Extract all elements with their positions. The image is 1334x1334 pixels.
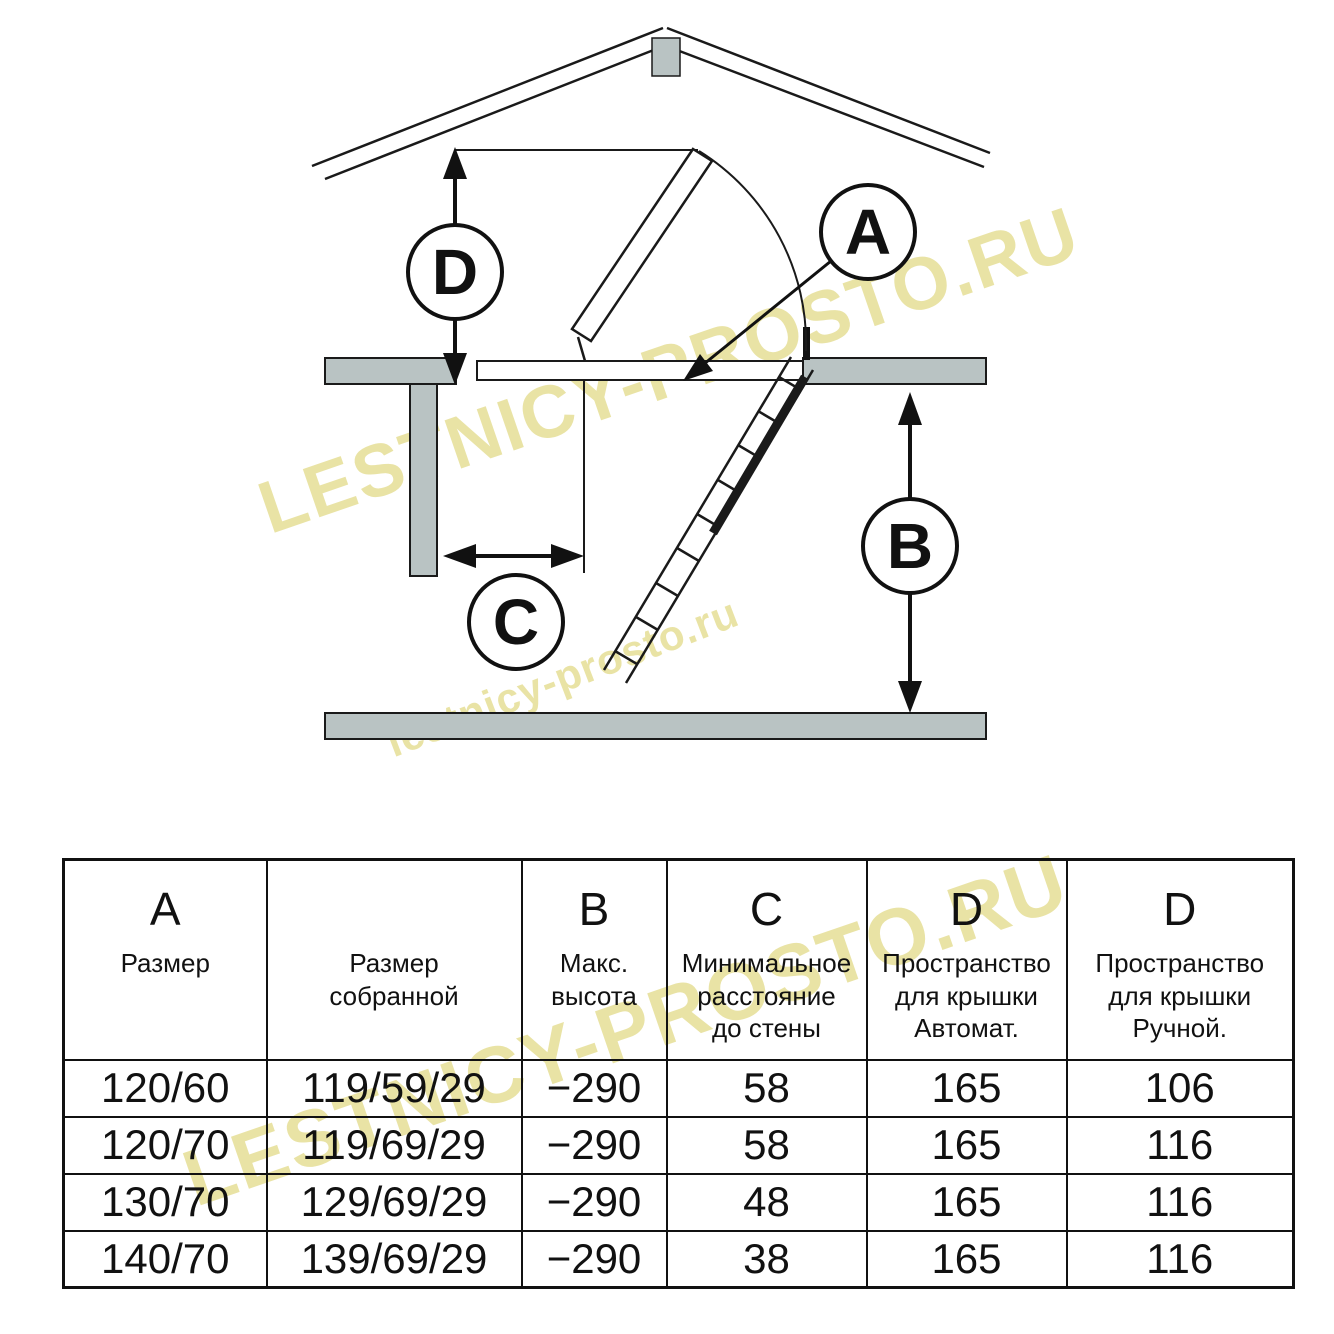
floor: [324, 712, 987, 740]
col-header-lid-space-auto: D Пространство для крышки Автомат.: [865, 858, 1068, 1061]
col-header-assembled-size: Размер собранной: [265, 858, 523, 1061]
dimension-arrow-c: [443, 544, 584, 568]
roof: [311, 26, 991, 181]
cell-assembled-size: 119/59/29: [265, 1058, 523, 1118]
cell-lid-space-auto: 165: [865, 1229, 1068, 1289]
label-circle-a: [819, 183, 917, 281]
cell-lid-space-auto: 165: [865, 1058, 1068, 1118]
col-title: Минимальное расстояние до стены: [681, 948, 852, 1043]
ceiling-right-bar: [802, 357, 987, 385]
col-title: Пространство для крышки Ручной.: [1095, 948, 1265, 1043]
cell-max-height: −290: [520, 1172, 668, 1232]
ceiling-left-bar: [324, 357, 457, 385]
table-row: 120/70 119/69/29 −290 58 165 116: [62, 1115, 1295, 1175]
col-letter: [269, 879, 520, 939]
label-c: C: [493, 586, 539, 658]
col-title: Размер собранной: [329, 948, 459, 1011]
table-row: 120/60 119/59/29 −290 58 165 106: [62, 1058, 1295, 1118]
hatch-lid: [570, 147, 810, 362]
table-header-row: A Размер Размер собранной B Макс. высота…: [62, 858, 1295, 1061]
col-letter: D: [949, 883, 984, 935]
label-circles: D A C B: [406, 183, 959, 671]
cell-min-wall-distance: 48: [665, 1172, 868, 1232]
col-letter: A: [149, 883, 181, 935]
cell-size: 120/70: [62, 1115, 268, 1175]
ceiling: [324, 357, 987, 577]
label-circle-d: [406, 223, 504, 321]
label-b: B: [887, 510, 933, 582]
col-letter: D: [1163, 883, 1197, 935]
label-a: A: [845, 196, 891, 268]
chimney: [651, 37, 681, 77]
attic-ladder-diagram: D A C B: [311, 26, 991, 740]
ladder: [602, 356, 815, 684]
cell-assembled-size: 129/69/29: [265, 1172, 523, 1232]
cell-assembled-size: 139/69/29: [265, 1229, 523, 1289]
col-header-lid-space-manual: D Пространство для крышки Ручной.: [1065, 858, 1295, 1061]
col-header-min-wall-distance: C Минимальное расстояние до стены: [665, 858, 868, 1061]
label-circle-b: [861, 497, 959, 595]
cell-max-height: −290: [520, 1115, 668, 1175]
col-header-size: A Размер: [62, 858, 268, 1061]
cell-lid-space-auto: 165: [865, 1115, 1068, 1175]
cell-lid-space-auto: 165: [865, 1172, 1068, 1232]
dimensions-table: A Размер Размер собранной B Макс. высота…: [62, 858, 1295, 1289]
cell-min-wall-distance: 58: [665, 1115, 868, 1175]
cell-size: 140/70: [62, 1229, 268, 1289]
cell-assembled-size: 119/69/29: [265, 1115, 523, 1175]
cell-size: 120/60: [62, 1058, 268, 1118]
pointer-arrow-a: [683, 259, 832, 381]
col-title: Размер: [120, 948, 210, 978]
wall-stub: [409, 383, 438, 577]
table-row: 140/70 139/69/29 −290 38 165 116: [62, 1229, 1295, 1289]
col-title: Макс. высота: [551, 948, 637, 1011]
cell-lid-space-manual: 116: [1065, 1172, 1295, 1232]
ladder-rail-section: [709, 374, 809, 536]
cell-max-height: −290: [520, 1229, 668, 1289]
cell-size: 130/70: [62, 1172, 268, 1232]
col-letter: B: [578, 883, 610, 935]
hatch-frame: [476, 360, 805, 381]
swing-arc: [698, 150, 808, 352]
label-circle-c: [467, 573, 565, 671]
cell-lid-space-manual: 116: [1065, 1229, 1295, 1289]
cell-lid-space-manual: 116: [1065, 1115, 1295, 1175]
table-row: 130/70 129/69/29 −290 48 165 116: [62, 1172, 1295, 1232]
col-header-max-height: B Макс. высота: [520, 858, 668, 1061]
col-letter: C: [749, 883, 784, 935]
label-d: D: [432, 236, 478, 308]
cell-lid-space-manual: 106: [1065, 1058, 1295, 1118]
col-title: Пространство для крышки Автомат.: [882, 948, 1051, 1043]
cell-min-wall-distance: 38: [665, 1229, 868, 1289]
cell-min-wall-distance: 58: [665, 1058, 868, 1118]
cell-max-height: −290: [520, 1058, 668, 1118]
